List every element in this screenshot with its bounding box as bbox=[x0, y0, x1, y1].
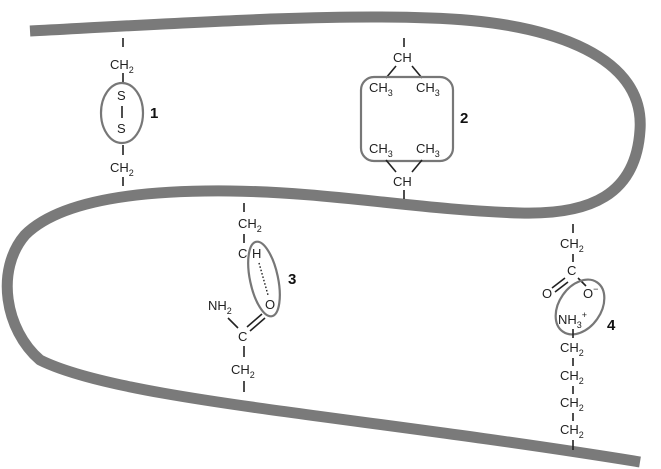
disulfide-bond-group: CH2 S S CH2 1 bbox=[99, 38, 158, 186]
ch-bottom-label: CH bbox=[393, 174, 412, 189]
ch-top-label: CH bbox=[393, 50, 412, 65]
hydrophobic-interaction-group: CH CH3 CH3 CH3 CH3 CH 2 bbox=[359, 38, 468, 199]
ionic-bond-group: CH2 C O O− NH3+ CH2 CH2 CH2 CH2 4 bbox=[542, 224, 616, 450]
carbonyl-carbon: C bbox=[238, 329, 247, 344]
ch2-bottom-label: CH2 bbox=[110, 160, 134, 178]
double-bond-line bbox=[554, 281, 569, 293]
carbonyl-oxygen: O bbox=[542, 286, 552, 301]
bond-line bbox=[385, 159, 397, 173]
double-bond-line bbox=[551, 277, 566, 289]
ch2-top-label: CH2 bbox=[560, 236, 584, 254]
label-4: 4 bbox=[607, 317, 616, 334]
label-3: 3 bbox=[288, 271, 296, 288]
hydrogen-bond-ring bbox=[247, 240, 281, 318]
label-2: 2 bbox=[460, 110, 468, 127]
ch2-a-label: CH2 bbox=[560, 340, 584, 358]
hydrophobic-box bbox=[359, 75, 455, 163]
ch2-top-label: CH2 bbox=[110, 57, 134, 75]
ch2-bottom-label: CH2 bbox=[231, 362, 255, 380]
bond-line bbox=[577, 277, 587, 287]
ch3-top-left: CH3 bbox=[369, 80, 393, 98]
nh2-label: NH2 bbox=[208, 298, 232, 316]
ch2-top-label: CH2 bbox=[238, 216, 262, 234]
sulfur-atom-1: S bbox=[117, 88, 126, 103]
ch2-c-label: CH2 bbox=[560, 395, 584, 413]
hydrogen-bond-dots bbox=[258, 262, 269, 296]
hydrogen-bond-group: CH2 C H O NH2 C CH2 3 bbox=[208, 203, 296, 392]
polypeptide-chain bbox=[1, 11, 646, 468]
ch3-bottom-left: CH3 bbox=[369, 141, 393, 159]
ch3-top-right: CH3 bbox=[416, 80, 440, 98]
double-bond-line bbox=[249, 317, 266, 332]
bond-line bbox=[227, 317, 239, 329]
carboxyl-carbon: C bbox=[567, 263, 576, 278]
ammonium-label: NH3+ bbox=[558, 310, 587, 330]
ch3-bottom-right: CH3 bbox=[416, 141, 440, 159]
carbon-atom: C bbox=[238, 246, 247, 261]
oxygen-atom: O bbox=[265, 297, 275, 312]
hydrogen-atom: H bbox=[252, 246, 261, 261]
ch2-d-label: CH2 bbox=[560, 422, 584, 440]
double-bond-line bbox=[246, 313, 263, 328]
carboxylate-oxygen: O− bbox=[583, 284, 598, 301]
ionic-bond-ring bbox=[554, 278, 606, 336]
ch2-b-label: CH2 bbox=[560, 368, 584, 386]
disulfide-ring bbox=[99, 81, 145, 145]
bond-line bbox=[411, 159, 423, 173]
label-1: 1 bbox=[150, 105, 158, 122]
sulfur-atom-2: S bbox=[117, 121, 126, 136]
